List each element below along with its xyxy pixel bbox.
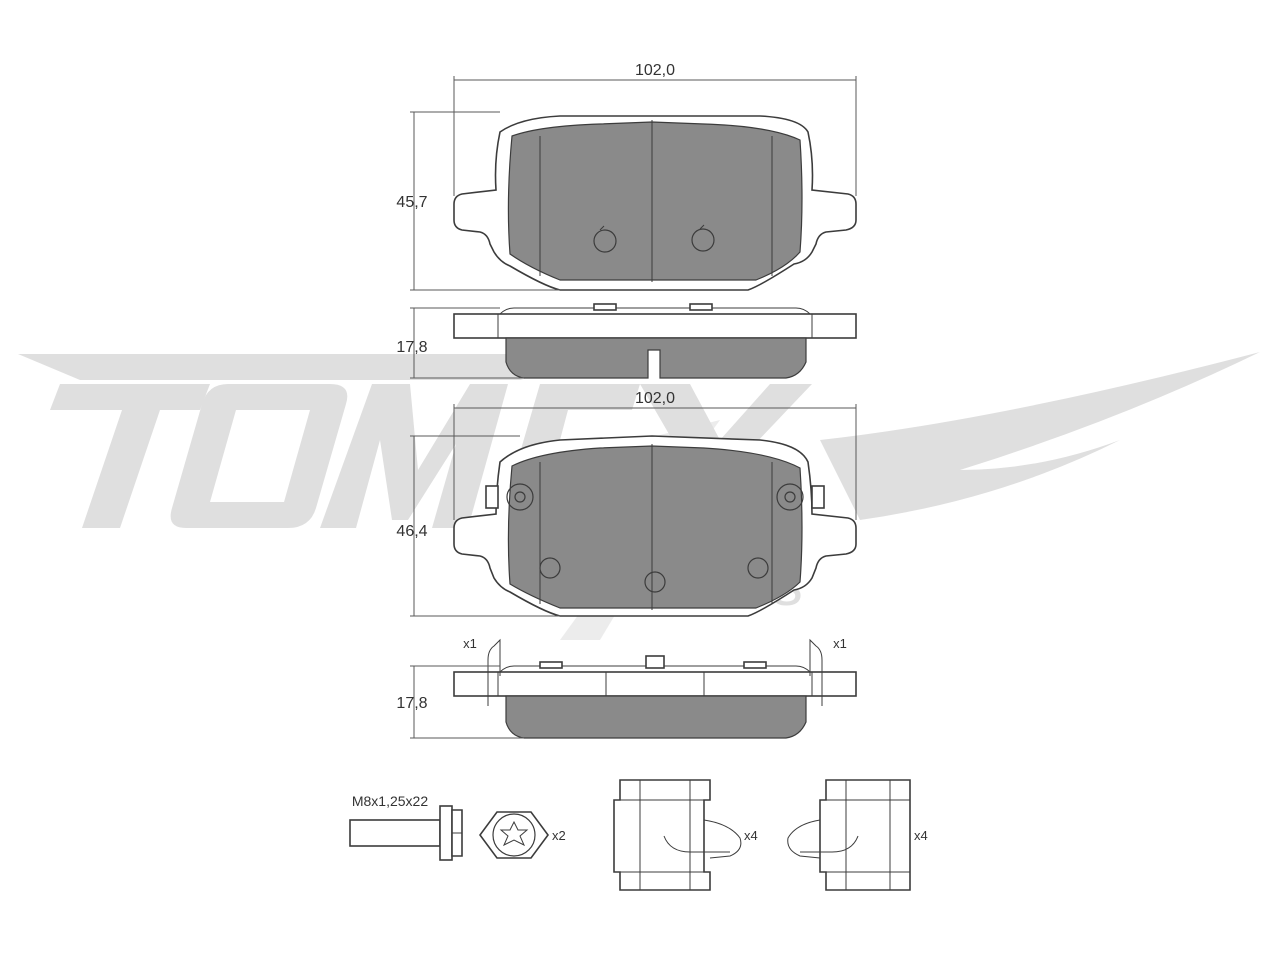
dimension-lines: [410, 76, 857, 739]
pad1-height-label: 45,7: [396, 194, 427, 211]
pad2-side-view: [453, 638, 857, 739]
pad1-side-view: [453, 303, 857, 379]
clip-a-drawing: [613, 779, 742, 891]
sensor-clip-left: [487, 638, 501, 706]
clip-a-qty-label: x4: [744, 828, 758, 843]
pad2-front-view: [453, 435, 857, 617]
pad1-front-view: [453, 115, 857, 291]
clip-b-drawing: [787, 779, 911, 891]
bolt-side-view: [349, 805, 463, 861]
sensor-left-qty: x1: [463, 636, 477, 651]
pad2-thickness-label: 17,8: [396, 695, 427, 712]
pad1-width-label: 102,0: [635, 62, 675, 79]
sensor-clip-right: [809, 638, 823, 706]
sensor-right-qty: x1: [833, 636, 847, 651]
pad2-height-label: 46,4: [396, 523, 427, 540]
bolt-spec-label: M8x1,25x22: [352, 793, 428, 809]
bolt-end-view: [479, 811, 549, 859]
bolt-qty-label: x2: [552, 828, 566, 843]
pad2-width-label: 102,0: [635, 390, 675, 407]
pad1-thickness-label: 17,8: [396, 339, 427, 356]
clip-b-qty-label: x4: [914, 828, 928, 843]
dimension-labels: 102,0 45,7 17,8 102,0 46,4 17,8 x1 x1: [396, 62, 846, 712]
